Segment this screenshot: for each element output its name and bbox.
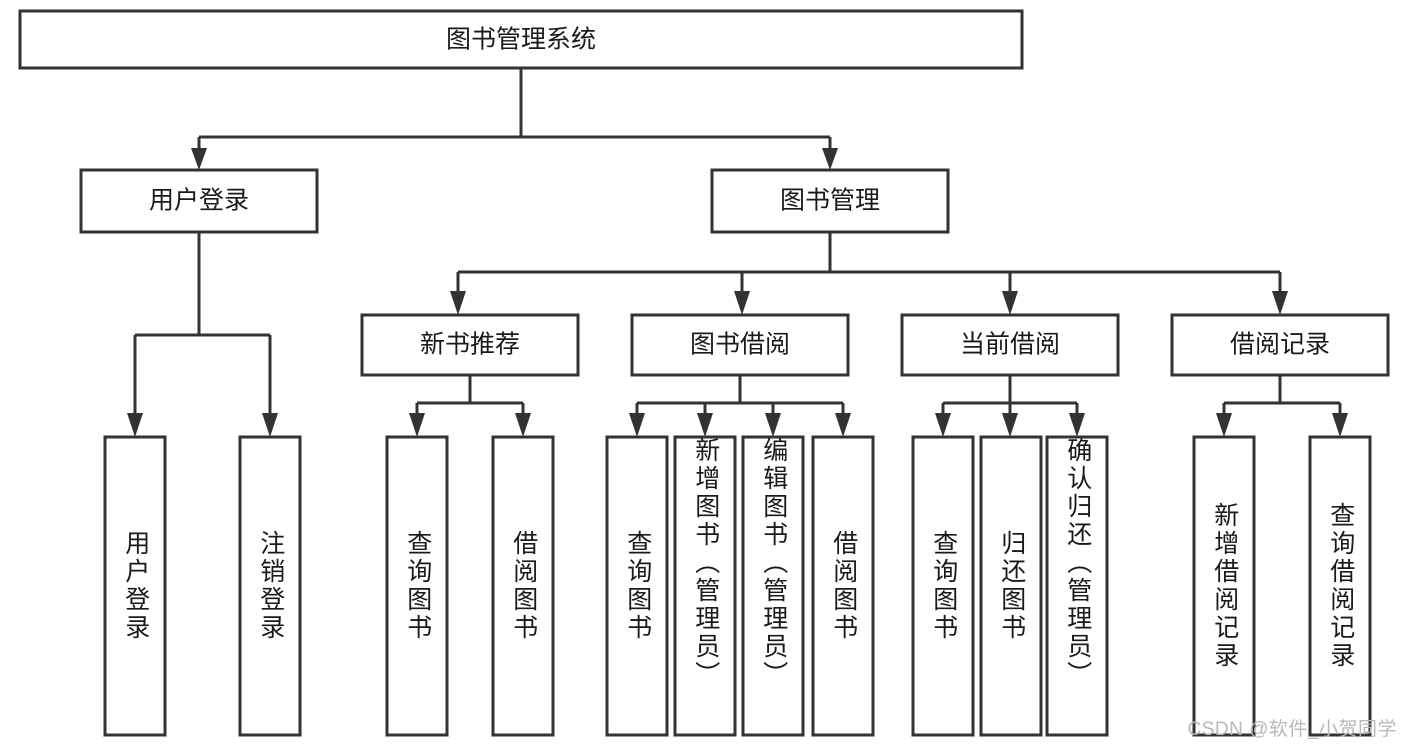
node-book-management-label: 图书管理 [780, 187, 880, 215]
node-root-box[interactable] [18, 9, 1024, 70]
connector-borrowrecord-to-leaves [1216, 375, 1348, 437]
connector-userlogin-to-leaves [127, 232, 278, 437]
leaf-query-book-3-box[interactable] [911, 435, 975, 737]
leaf-group-borrow-record [1192, 435, 1372, 737]
leaf-query-book-2-box[interactable] [605, 435, 669, 737]
leaf-group-new-book-recommend [385, 435, 555, 737]
node-book-management-box[interactable] [710, 168, 950, 234]
leaf-confirm-return-box[interactable] [1045, 435, 1109, 737]
node-current-borrow-label: 当前借阅 [960, 331, 1060, 359]
leaf-user-login-box[interactable] [103, 435, 167, 737]
node-book-borrow-box[interactable] [630, 313, 850, 377]
leaf-edit-book-box[interactable] [741, 435, 805, 737]
leaf-query-book-1-box[interactable] [385, 435, 449, 737]
node-user-login-box[interactable] [79, 168, 319, 234]
leaf-group-book-borrow [605, 435, 875, 737]
node-book-borrow-label: 图书借阅 [690, 331, 790, 359]
node-new-book-recommend[interactable]: 新书推荐 [360, 313, 580, 377]
node-book-borrow[interactable]: 图书借阅 [630, 313, 850, 377]
node-borrow-record-label: 借阅记录 [1230, 331, 1330, 359]
node-root-label: 图书管理系统 [446, 26, 596, 54]
leaf-group-user-login [103, 435, 302, 737]
connector-currentborrow-to-leaves [935, 375, 1085, 437]
leaf-query-record-box[interactable] [1308, 435, 1372, 737]
connector-newbook-to-leaves [409, 375, 531, 437]
connector-root-to-level2 [191, 68, 838, 170]
node-borrow-record-box[interactable] [1170, 313, 1390, 377]
leaf-logout-login-box[interactable] [238, 435, 302, 737]
leaf-add-book-box[interactable] [673, 435, 737, 737]
csdn-watermark: CSDN @软件_小贺同学 [1187, 719, 1397, 740]
leaf-borrow-book-1-box[interactable] [491, 435, 555, 737]
node-user-login[interactable]: 用户登录 [79, 168, 319, 234]
connector-bookborrow-to-leaves [629, 375, 851, 437]
node-new-book-recommend-box[interactable] [360, 313, 580, 377]
leaf-group-current-borrow [911, 435, 1109, 737]
node-book-management[interactable]: 图书管理 [710, 168, 950, 234]
node-root[interactable]: 图书管理系统 [18, 9, 1024, 70]
connector-bookmgmt-to-level3 [450, 232, 1288, 315]
node-user-login-label: 用户登录 [149, 187, 249, 215]
leaf-borrow-book-2-box[interactable] [811, 435, 875, 737]
node-current-borrow-box[interactable] [900, 313, 1120, 377]
leaf-return-book-box[interactable] [979, 435, 1043, 737]
node-current-borrow[interactable]: 当前借阅 [900, 313, 1120, 377]
node-new-book-recommend-label: 新书推荐 [420, 331, 520, 359]
node-borrow-record[interactable]: 借阅记录 [1170, 313, 1390, 377]
leaf-add-record-box[interactable] [1192, 435, 1256, 737]
